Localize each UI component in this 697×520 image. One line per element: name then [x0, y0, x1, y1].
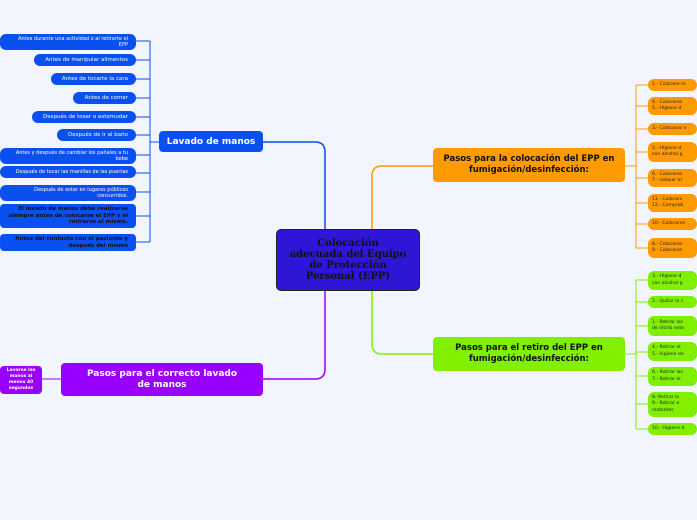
lavado-item[interactable]: Antes del contacto con el paciente y des… [0, 234, 136, 251]
colocacion-step[interactable]: 8.- Colocarse 9.- Colocarse [648, 238, 697, 258]
colocacion-topic[interactable]: Pasos para la colocación del EPP en fumi… [433, 148, 625, 182]
retiro-step[interactable]: 1.- Retirar los de nitrilo exte [648, 316, 697, 336]
lavado-item[interactable]: Después de tocar las manillas de las pue… [0, 166, 136, 178]
colocacion-step[interactable]: 3.- Colocarse e [648, 123, 697, 135]
lavado-item[interactable]: Antes de tocarte la cara [51, 73, 136, 85]
lavado-item[interactable]: Antes y después de cambiar los pañales a… [0, 148, 136, 164]
retiro-step[interactable]: 2.- Quitar la c [648, 296, 697, 308]
colocacion-step[interactable]: 2.- Higiene d con alcohol g [648, 142, 697, 162]
lavado-item[interactable]: Después de ir al baño [57, 129, 136, 141]
correcto-lavado-item[interactable]: Lavarse las manos al menos 40 segundos [0, 366, 42, 394]
colocacion-step[interactable]: 4.- Colocarse 5.- Higiene d [648, 97, 697, 115]
retiro-step[interactable]: 8.-Retirar la 9.- Retirar e restantes [648, 392, 697, 417]
correcto-lavado-topic[interactable]: Pasos para el correcto lavado de manos [61, 363, 263, 396]
lavado-item[interactable]: Antes durante una actividad o al retirar… [0, 34, 136, 50]
retiro-step[interactable]: 4.- Retirar el 5.- higiene de [648, 342, 697, 361]
retiro-topic[interactable]: Pasos para el retiro del EPP en fumigaci… [433, 337, 625, 371]
lavado-item[interactable]: Antes de manipular alimentos [34, 54, 136, 66]
lavado-topic[interactable]: Lavado de manos [159, 131, 263, 152]
lavado-item[interactable]: Después de estar en lugares públicos con… [0, 185, 136, 201]
colocacion-step[interactable]: 6.- Colocarse 7.- colocar el [648, 169, 697, 187]
lavado-item[interactable]: Antes de comer [73, 92, 136, 104]
retiro-step[interactable]: 3.- Higiene d con alcohol g [648, 271, 697, 290]
central-topic[interactable]: Colocación adecuada del Equipo de Protec… [276, 229, 420, 291]
colocacion-step[interactable]: 1.- Colocare ro [648, 79, 697, 91]
lavado-item[interactable]: Después de toser o estornudar [32, 111, 136, 123]
retiro-step[interactable]: 6.- Retirar las 7.- Retirar el [648, 367, 697, 386]
colocacion-step[interactable]: 11.- Colocars 12.- Comprob [648, 194, 697, 212]
colocacion-step[interactable]: 10.- Colocarse [648, 218, 697, 230]
lavado-item[interactable]: El lavado de manos debe realizarse siemp… [0, 204, 136, 228]
retiro-step[interactable]: 10.- Higiene d [648, 423, 697, 435]
